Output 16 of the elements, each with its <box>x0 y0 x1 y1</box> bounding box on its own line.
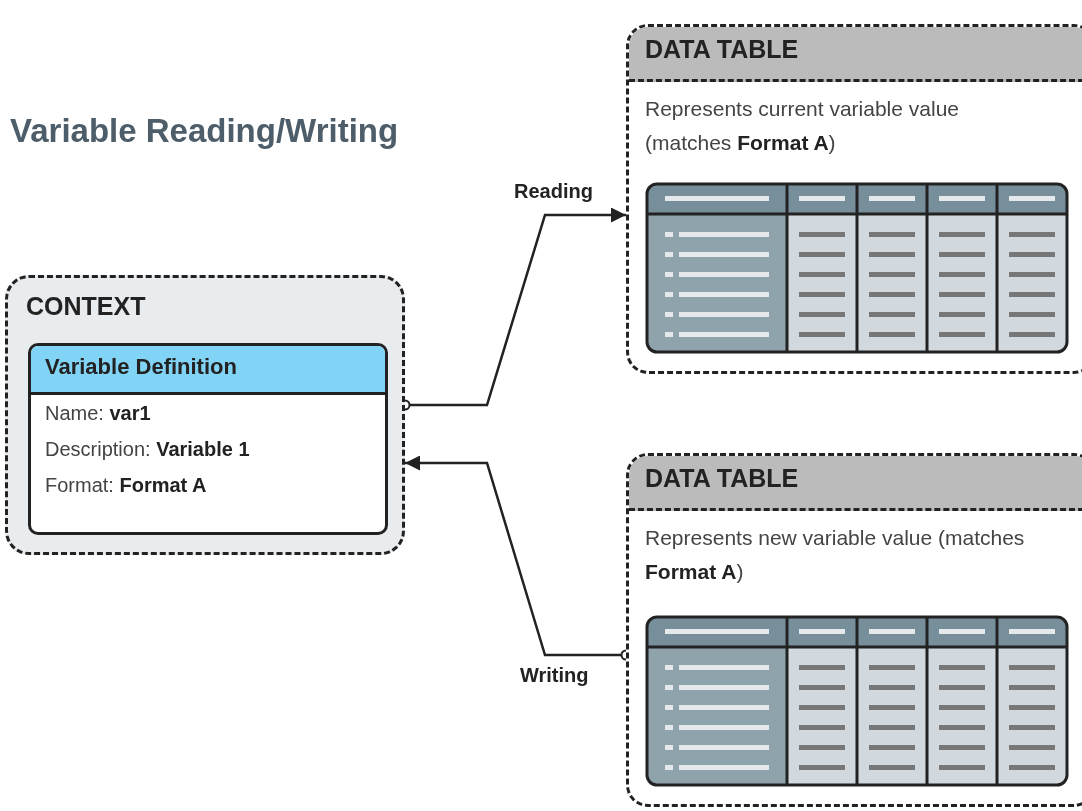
panel-header: DATA TABLE <box>629 456 1082 511</box>
container-heading: CONTEXT <box>26 292 146 321</box>
edge-label: Writing <box>518 664 591 687</box>
diagram-title: Variable Reading/Writing <box>10 112 399 150</box>
data-table-panel <box>626 453 1082 807</box>
context-container <box>5 275 405 555</box>
panel-description: Represents current variable value (matches Format A) <box>644 96 960 156</box>
definition-card <box>28 343 388 535</box>
panel-description: Represents new variable value (matches Format A) <box>644 525 1026 585</box>
edge-label: Reading <box>512 180 595 203</box>
property-line: Name: var1 <box>44 401 152 426</box>
panel-header: DATA TABLE <box>629 27 1082 82</box>
data-table-panel <box>626 24 1082 374</box>
card-header: Variable Definition <box>31 346 385 395</box>
property-line: Description: Variable 1 <box>44 437 251 462</box>
property-line: Format: Format A <box>44 473 208 498</box>
